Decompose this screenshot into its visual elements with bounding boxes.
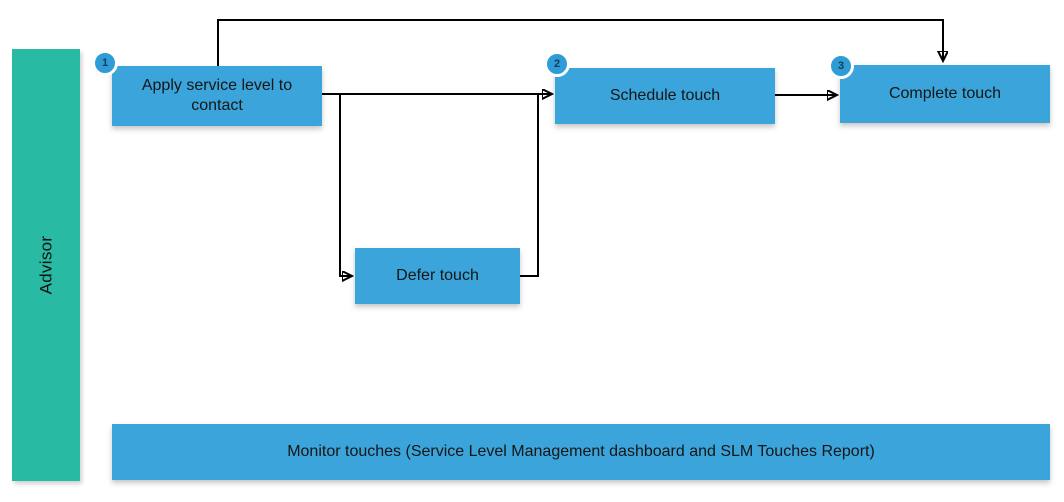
step-number-badge-3: 3 (828, 53, 854, 79)
step-number-3: 3 (837, 60, 845, 72)
node-defer-touch: Defer touch (355, 248, 520, 304)
node-schedule-touch-label: Schedule touch (609, 87, 721, 104)
node-monitor-touches-label: Monitor touches (Service Level Managemen… (287, 443, 875, 460)
node-complete-touch-label: Complete touch (888, 85, 1002, 102)
node-apply-service-level-label: Apply service level to contact (141, 77, 293, 114)
step-number-badge-2: 2 (544, 51, 570, 77)
swimlane-label: Advisor (35, 235, 55, 295)
step-number-1: 1 (101, 57, 109, 69)
step-number-2: 2 (553, 58, 561, 70)
node-apply-service-level: Apply service level to contact (112, 66, 322, 126)
node-complete-touch: Complete touch (840, 65, 1050, 123)
node-schedule-touch: Schedule touch (555, 68, 775, 124)
swimlane-advisor: Advisor (12, 49, 80, 481)
node-monitor-touches: Monitor touches (Service Level Managemen… (112, 424, 1050, 480)
node-defer-touch-label: Defer touch (396, 267, 479, 284)
connector-defer-to-schedule (520, 95, 539, 277)
step-number-badge-1: 1 (92, 50, 118, 76)
connector-apply-to-defer (339, 94, 352, 276)
